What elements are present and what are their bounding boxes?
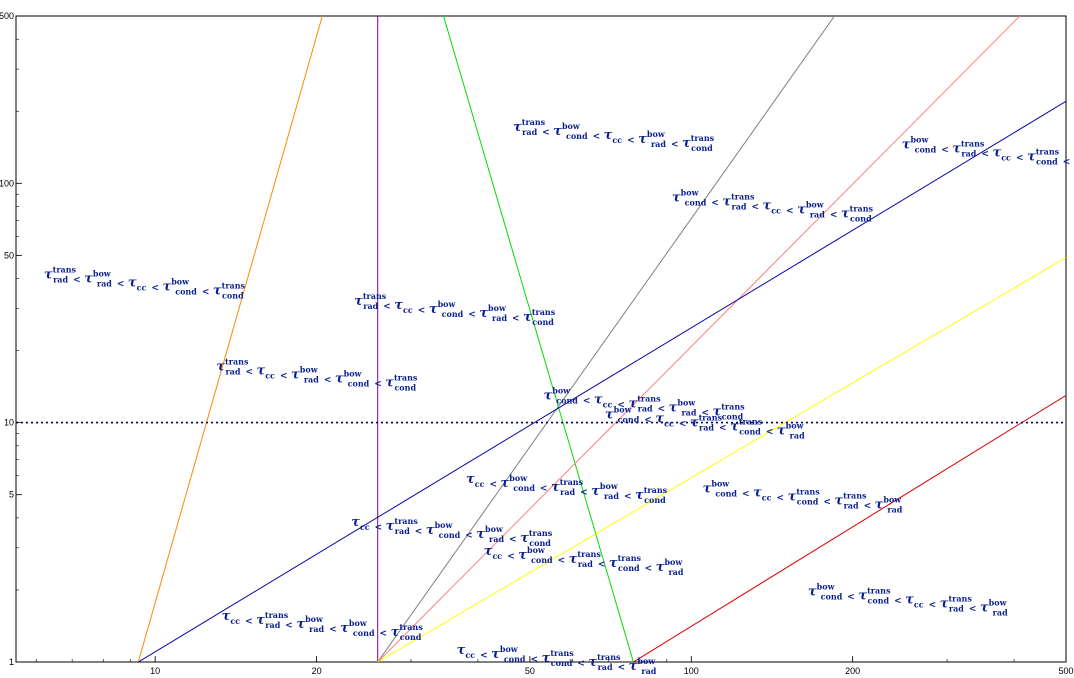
series-line-2: [443, 16, 634, 662]
x-tick-label: 100: [684, 666, 699, 676]
y-tick-label: 100: [0, 178, 14, 188]
x-tick-label: 50: [525, 666, 535, 676]
axis-ticks: 10 20 50 100 200 500 1 5 10 50 100 500: [0, 11, 1074, 676]
series-lines: [16, 16, 1066, 662]
series-line-6: [377, 257, 1066, 662]
y-tick-label: 500: [0, 11, 14, 21]
plot-border: [15, 15, 1067, 663]
series-line-3: [377, 16, 835, 662]
x-tick-label: 20: [312, 666, 322, 676]
series-line-0: [137, 16, 323, 662]
series-line-7: [633, 394, 1066, 662]
y-tick-label: 50: [4, 250, 14, 260]
x-tick-label: 10: [150, 666, 160, 676]
y-tick-label: 10: [4, 418, 14, 428]
plot-frame: [15, 15, 1067, 663]
x-tick-label: 200: [845, 666, 860, 676]
x-tick-label: 500: [1058, 666, 1073, 676]
series-line-4: [377, 16, 1021, 662]
series-line-5: [138, 100, 1066, 662]
y-tick-label: 1: [9, 657, 14, 667]
y-tick-label: 5: [9, 490, 14, 500]
